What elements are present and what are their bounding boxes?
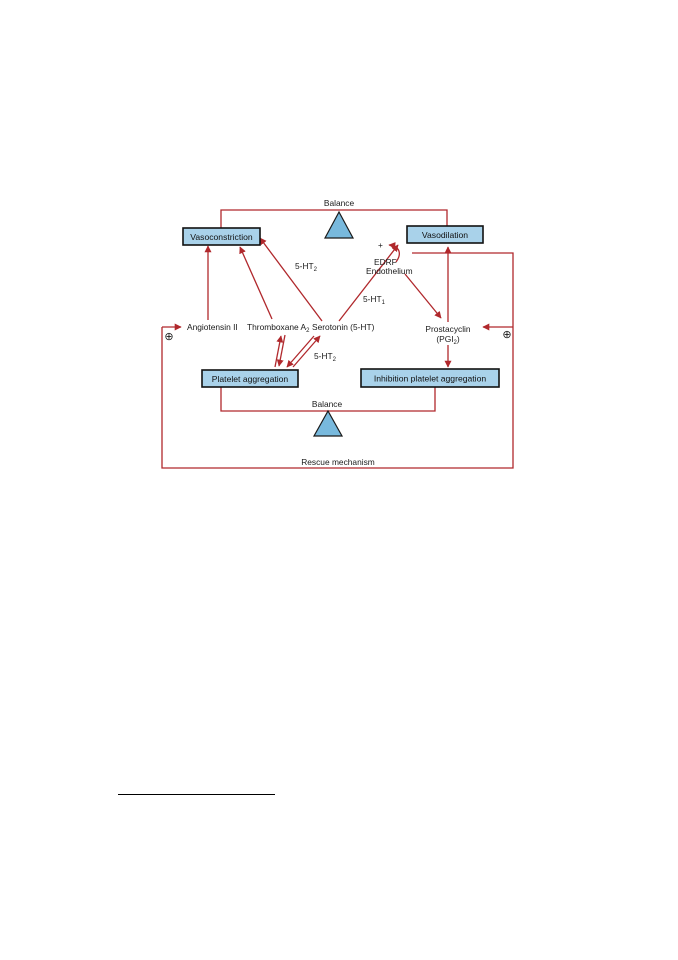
serotonin-to-platelet-arrow	[286, 335, 315, 368]
platelet-aggregation-box: Platelet aggregation	[201, 369, 299, 388]
rescue-loop-line	[161, 252, 514, 469]
serotonin-label: Serotonin (5-HT)	[312, 322, 375, 332]
vasodilation-rect	[406, 225, 484, 244]
arrows	[204, 237, 452, 368]
vasoconstriction-rect	[182, 227, 261, 246]
rescue-mechanism-label: Rescue mechanism	[301, 457, 375, 467]
top-balance-beam	[220, 209, 448, 234]
angiotensin-label: Angiotensin II	[187, 322, 238, 332]
plus-sign-label: +	[378, 240, 383, 250]
platelet-to-thromboxane-arrow	[274, 335, 284, 368]
ht2-upper-label: 5-HT2	[295, 261, 318, 273]
inhibition-platelet-aggregation-rect	[360, 368, 500, 388]
bottom-balance-label: Balance	[312, 399, 343, 409]
top-balance-label: Balance	[324, 198, 355, 208]
bottom-balance: Balance	[220, 385, 436, 437]
footnote-separator	[118, 794, 275, 795]
bottom-balance-fulcrum	[312, 409, 344, 437]
edrf-feedback-arrow	[388, 242, 400, 263]
ht2-lower-label: 5-HT2	[314, 351, 337, 363]
serotonin-to-endothelium-arrow	[338, 244, 399, 322]
thromboxane-label: Thromboxane A2	[247, 322, 310, 334]
edrf-label: EDRF	[374, 257, 397, 267]
ht1-label: 5-HT1	[363, 294, 386, 306]
serotonin-to-vasoconstriction-arrow	[259, 237, 323, 322]
thromboxane-to-platelet-arrow	[276, 334, 286, 367]
endothelium-label: Endothelium	[366, 266, 413, 276]
positive-right-icon: ⊕	[502, 329, 511, 341]
inhibition-platelet-aggregation-label: Inhibition platelet aggregation	[374, 374, 487, 384]
platelet-aggregation-rect	[201, 369, 299, 388]
thromboxane-to-vasoconstriction-arrow	[239, 246, 273, 320]
rescue-loop: Rescue mechanism ⊕ ⊕	[161, 252, 514, 469]
platelet-aggregation-label: Platelet aggregation	[212, 374, 289, 384]
vasoconstriction-label: Vasoconstriction	[190, 232, 253, 242]
top-balance: Balance	[220, 198, 448, 239]
vasodilation-label: Vasodilation	[422, 230, 468, 240]
platelet-to-serotonin-arrow	[292, 335, 321, 368]
vasodilation-box: Vasodilation	[406, 225, 484, 244]
prostacyclin-label: Prostacyclin	[425, 324, 470, 334]
top-balance-fulcrum	[323, 210, 355, 239]
inhibition-platelet-aggregation-box: Inhibition platelet aggregation	[360, 368, 500, 388]
vasoconstriction-box: Vasoconstriction	[182, 227, 261, 246]
pgi2-label: (PGI2)	[436, 334, 460, 346]
positive-left-icon: ⊕	[164, 331, 173, 343]
endothelium-to-prostacyclin-arrow	[404, 273, 442, 319]
